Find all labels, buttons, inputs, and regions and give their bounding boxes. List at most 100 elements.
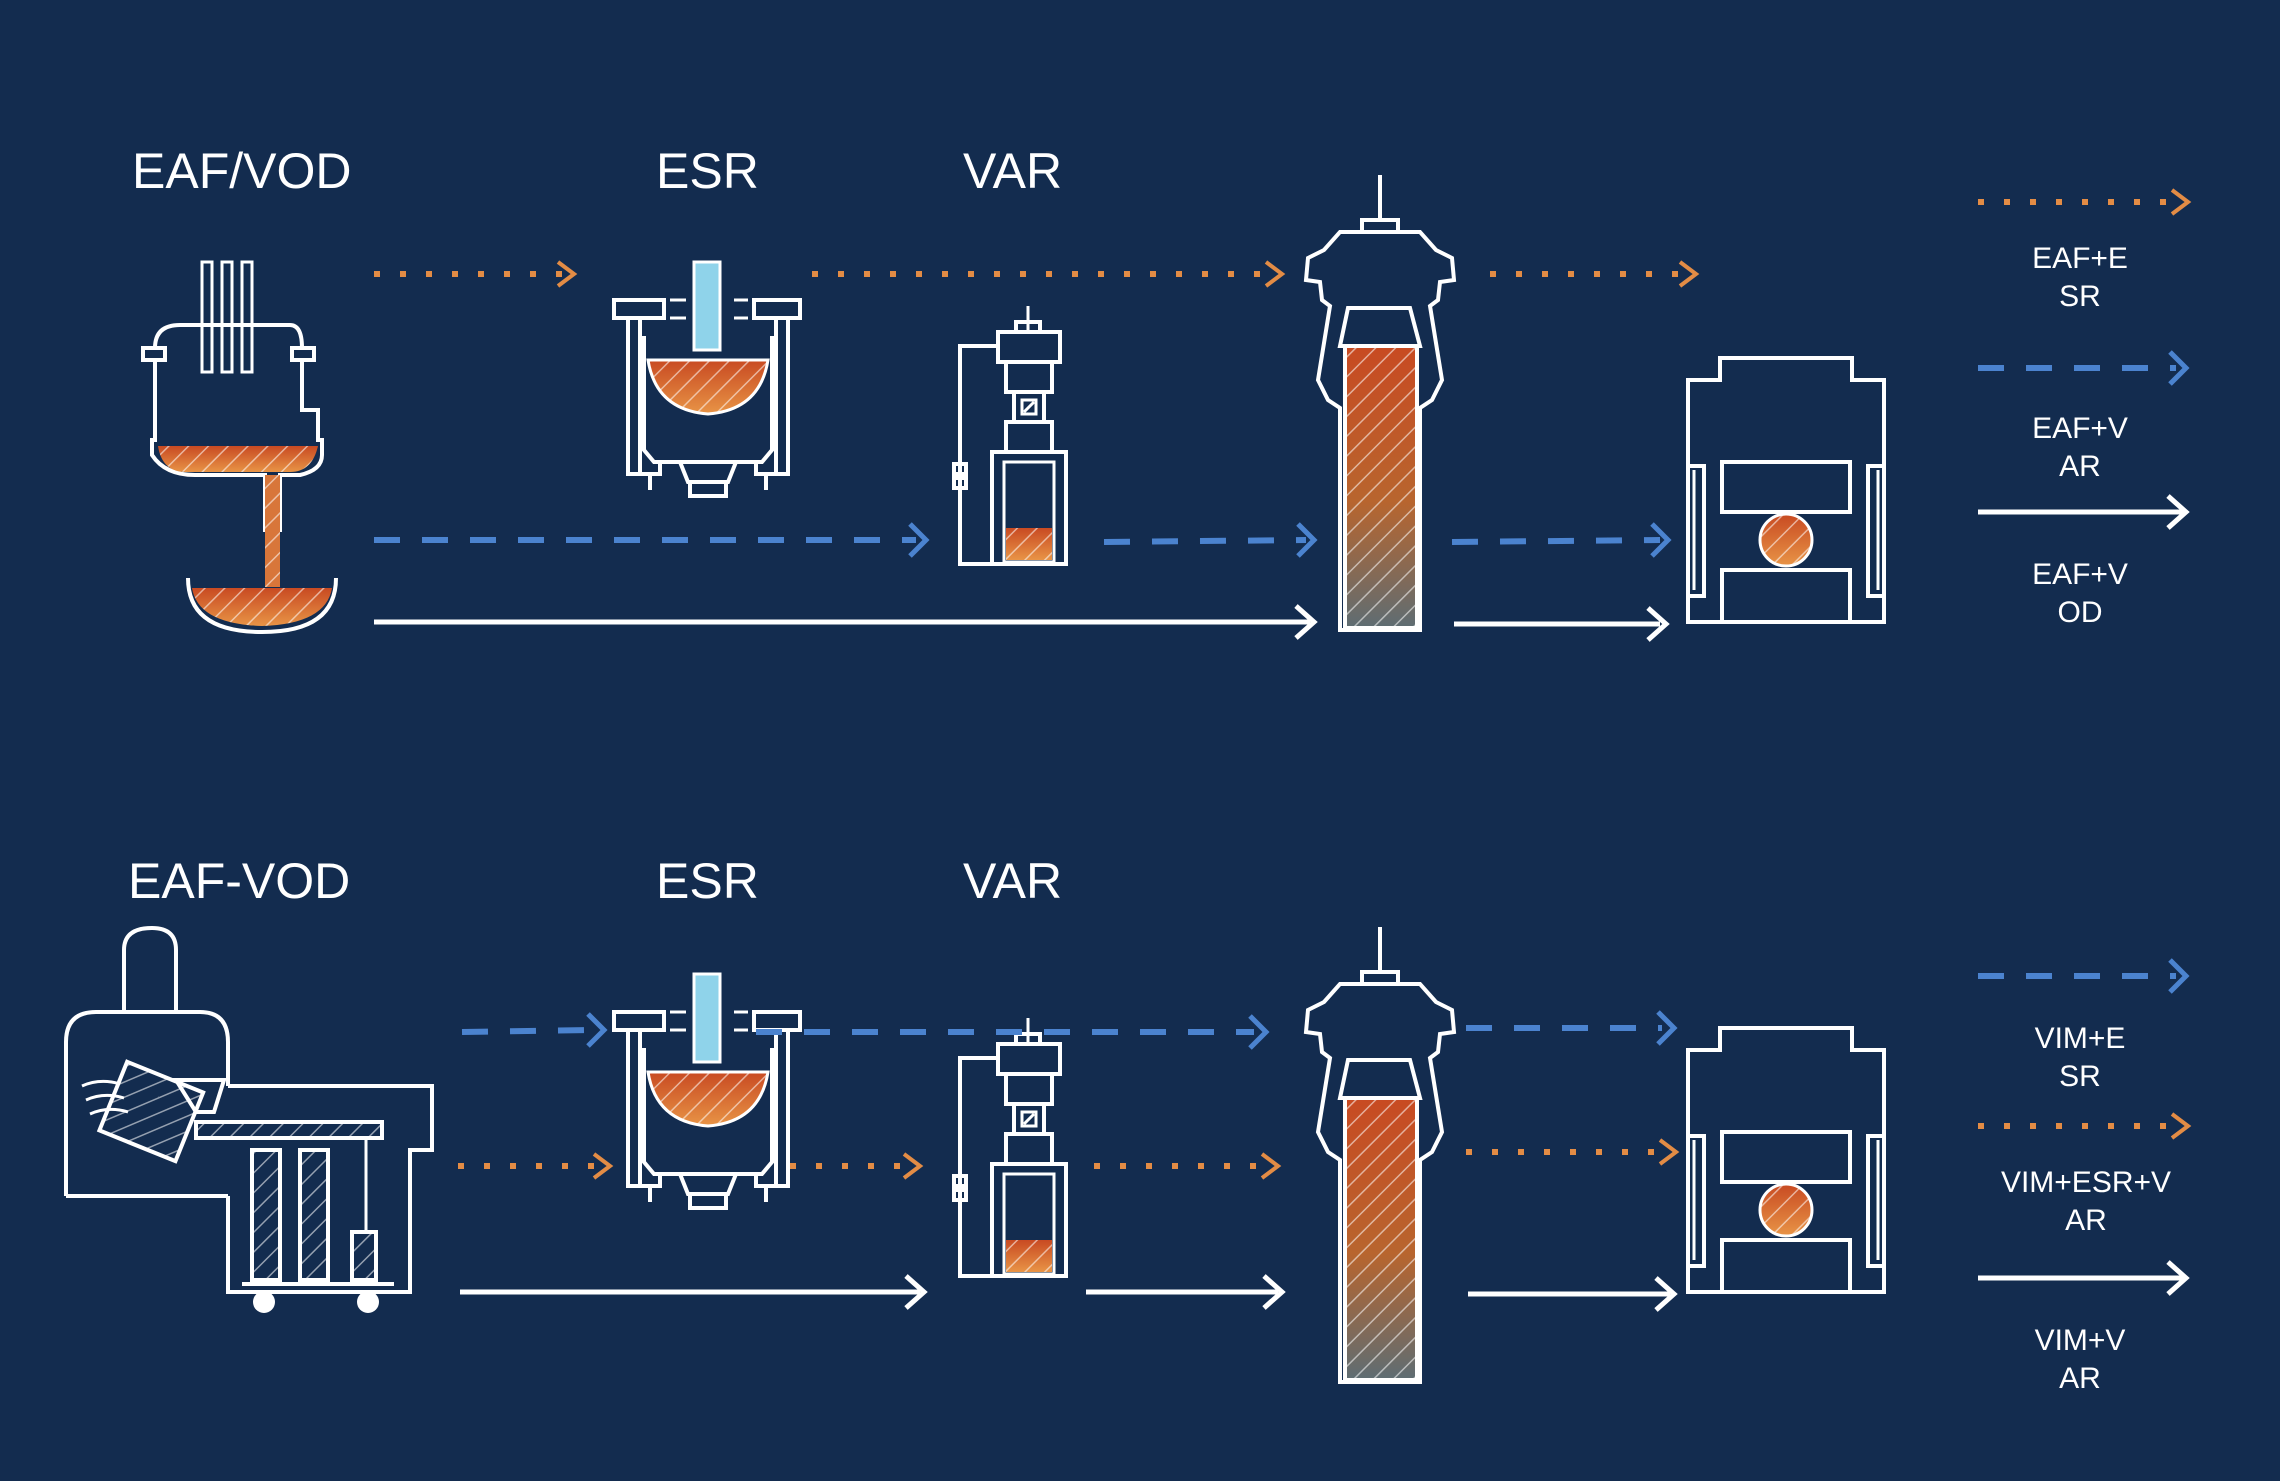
route-dot: [588, 1163, 594, 1169]
route-dot: [1622, 1149, 1628, 1155]
bottom-legend-3-line1: VIM+V: [2035, 1324, 2126, 1357]
route-dot: [1150, 271, 1156, 277]
route-dot: [1568, 271, 1574, 277]
route-dot: [2134, 199, 2140, 205]
top-dotted-route: [374, 271, 1678, 277]
top-eaf-furnace-icon: [141, 260, 338, 635]
route-dot: [1172, 1163, 1178, 1169]
route-dot: [1466, 1149, 1472, 1155]
route-dot: [2030, 199, 2036, 205]
route-dot: [1202, 271, 1208, 277]
route-dot: [942, 271, 948, 277]
bottom-legend-dashed-arrowhead: [2168, 958, 2190, 994]
bottom-routes: [458, 1010, 1680, 1312]
route-dot: [2082, 199, 2088, 205]
bottom-primary-label: EAF-VOD: [128, 853, 350, 909]
route-dot: [504, 271, 510, 277]
route-dot: [374, 271, 380, 277]
route-dot: [1646, 271, 1652, 277]
top-dashed-arrowhead-1: [908, 522, 930, 558]
route-dot: [2056, 1123, 2062, 1129]
top-routes: [374, 260, 1700, 642]
route-dot: [1228, 271, 1234, 277]
top-solid-arrowhead-2: [1646, 606, 1670, 642]
route-dot: [1224, 1163, 1230, 1169]
route-dot: [1544, 1149, 1550, 1155]
route-dot: [1542, 271, 1548, 277]
bottom-legend-solid-arrowhead: [2166, 1260, 2190, 1296]
route-dot: [2056, 199, 2062, 205]
route-dot: [1046, 271, 1052, 277]
route-dot: [562, 1163, 568, 1169]
route-dot: [1648, 1149, 1654, 1155]
top-dotted-arrowhead-2: [1264, 260, 1286, 288]
route-dot: [2082, 1123, 2088, 1129]
route-dot: [868, 1163, 874, 1169]
route-dot: [1978, 199, 1984, 205]
route-dot: [1020, 271, 1026, 277]
top-legend-solid-arrowhead: [2166, 494, 2190, 530]
route-dot: [426, 271, 432, 277]
top-var-label: VAR: [963, 143, 1062, 199]
route-dot: [1516, 271, 1522, 277]
top-legend-1-line2: SR: [2059, 280, 2101, 313]
bottom-legend-2-line1: VIM+ESR+V: [2001, 1166, 2171, 1199]
route-dot: [816, 1163, 822, 1169]
bottom-legend-dotted-arrowhead: [2170, 1112, 2192, 1140]
top-primary-label: EAF/VOD: [132, 143, 351, 199]
route-dot: [894, 1163, 900, 1169]
route-dot: [1978, 1123, 1984, 1129]
top-esr-label: ESR: [656, 143, 759, 199]
top-var-unit-icon: [952, 306, 1068, 566]
route-dot: [890, 271, 896, 277]
route-dot: [1620, 271, 1626, 277]
top-legend-dotted-swatch: [1978, 199, 2166, 205]
route-dot: [2004, 1123, 2010, 1129]
bottom-legend-dotted-swatch: [1978, 1123, 2166, 1129]
top-legend-2-line1: EAF+V: [2032, 412, 2128, 445]
bottom-solid-arrowhead-2: [1262, 1274, 1286, 1310]
bottom-dotted-arrowhead-3: [1260, 1152, 1282, 1180]
route-dot: [2108, 1123, 2114, 1129]
route-dot: [1570, 1149, 1576, 1155]
route-dot: [1672, 271, 1678, 277]
bottom-ingot-tower-icon: [1304, 925, 1456, 1384]
route-dot: [1198, 1163, 1204, 1169]
top-ingot-tower-icon: [1303, 175, 1457, 632]
top-dashed-route-seg-3: [1451, 537, 1661, 545]
route-dot: [452, 271, 458, 277]
route-dot: [1490, 271, 1496, 277]
route-dot: [1518, 1149, 1524, 1155]
top-dashed-arrowhead-3: [1650, 522, 1672, 558]
route-dot: [536, 1163, 542, 1169]
route-dot: [1596, 1149, 1602, 1155]
bottom-solid-arrowhead-3: [1654, 1276, 1678, 1312]
bottom-legend: VIM+E SR VIM+ESR+V AR VIM+V AR: [1978, 958, 2192, 1395]
route-dot: [2004, 199, 2010, 205]
bottom-legend-1-line2: SR: [2059, 1060, 2101, 1093]
route-dot: [1094, 1163, 1100, 1169]
route-dot: [812, 271, 818, 277]
top-esr-unit-icon: [612, 260, 802, 498]
top-legend-1-line1: EAF+E: [2032, 242, 2128, 275]
route-dot: [2160, 1123, 2166, 1129]
route-dot: [1098, 271, 1104, 277]
route-dot: [1176, 271, 1182, 277]
route-dot: [1124, 271, 1130, 277]
top-legend-dotted-arrowhead: [2170, 188, 2192, 216]
top-legend-dashed-arrowhead: [2168, 350, 2190, 386]
top-dotted-arrowhead-3: [1678, 260, 1700, 288]
route-dot: [2134, 1123, 2140, 1129]
route-dot: [968, 271, 974, 277]
bottom-legend-1-line1: VIM+E: [2035, 1022, 2126, 1055]
top-legend-2-line2: AR: [2059, 450, 2101, 483]
route-dot: [1250, 1163, 1256, 1169]
route-dot: [400, 271, 406, 277]
bottom-dotted-arrowhead-1: [592, 1152, 614, 1180]
bottom-var-label: VAR: [963, 853, 1062, 909]
bottom-legend-3-line2: AR: [2059, 1362, 2101, 1395]
route-dot: [1594, 271, 1600, 277]
route-dot: [994, 271, 1000, 277]
